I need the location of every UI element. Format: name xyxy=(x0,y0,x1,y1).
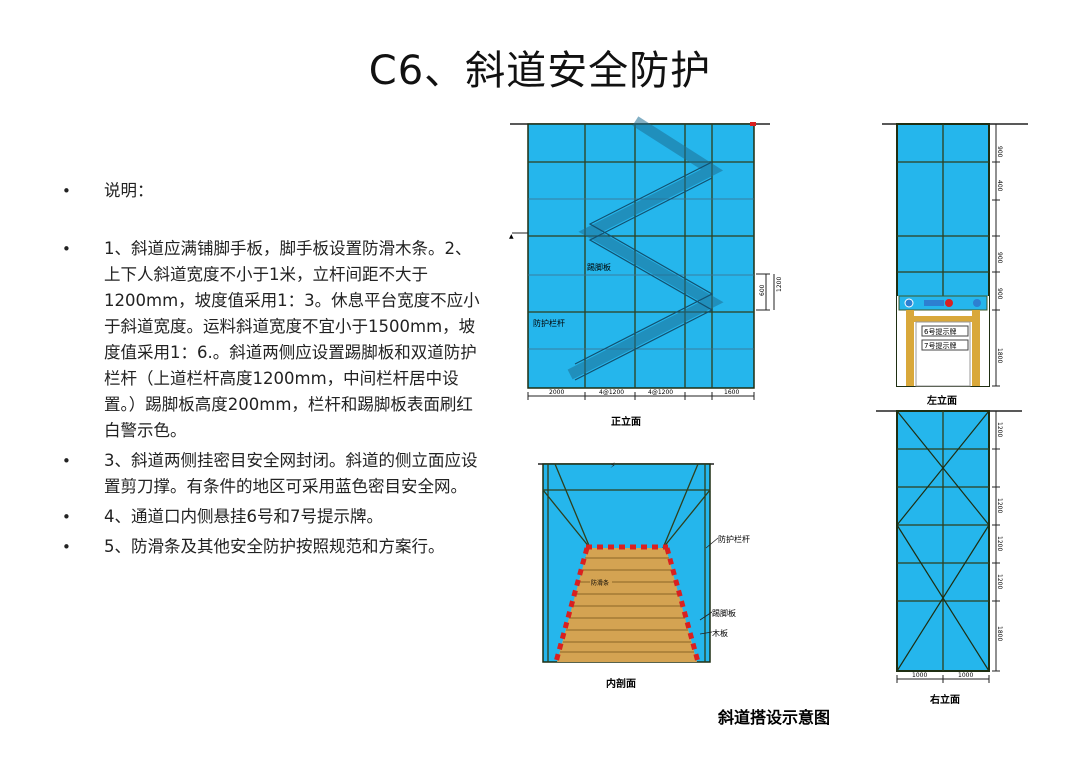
front-caption: 正立面 xyxy=(611,415,641,428)
svg-text:▲: ▲ xyxy=(509,233,514,240)
left-dim: 900 xyxy=(996,288,1003,300)
svg-text:600: 600 xyxy=(759,284,766,296)
bullet-item: 5、防滑条及其他安全防护按照规范和方案行。 xyxy=(62,534,482,560)
inner-section: 防滑条 防护栏杆 踢脚板 木板 ⚡ 内剖面 xyxy=(538,461,750,690)
front-label-guardrail: 防护栏杆 xyxy=(533,318,565,328)
left-dim: 900 xyxy=(996,146,1003,158)
right-bottom-dim: 1000 xyxy=(912,672,927,679)
bullet-item: 1、斜道应满铺脚手板，脚手板设置防滑木条。2、上下人斜道宽度不小于1米，立杆间距… xyxy=(62,236,482,444)
svg-text:⚡: ⚡ xyxy=(610,461,616,470)
front-dim: 4@1200 xyxy=(599,389,624,396)
front-dim: 1600 xyxy=(724,389,739,396)
slide-title: C6、斜道安全防护 xyxy=(368,48,712,94)
left-sign-7: 7号提示牌 xyxy=(924,341,956,350)
inner-label-toeboard: 踢脚板 xyxy=(712,608,736,618)
left-dim: 1800 xyxy=(996,348,1003,363)
diagram-main-caption: 斜道搭设示意图 xyxy=(717,708,830,727)
left-sign-6: 6号提示牌 xyxy=(924,327,956,336)
front-elevation: ▲ 600 1200 踢脚板 防护栏杆 2000 4@1200 4@1200 1… xyxy=(509,116,783,428)
bullet-list: 说明： 1、斜道应满铺脚手板，脚手板设置防滑木条。2、上下人斜道宽度不小于1米，… xyxy=(62,178,482,560)
right-dim: 1200 xyxy=(996,498,1003,513)
inner-caption: 内剖面 xyxy=(606,677,636,690)
right-elevation: 1200 1200 1200 1200 1800 1000 1000 右立面 xyxy=(876,410,1022,706)
right-caption: 右立面 xyxy=(929,693,960,706)
left-dim: 400 xyxy=(996,180,1003,192)
front-dim: 2000 xyxy=(549,389,564,396)
left-dim: 900 xyxy=(996,252,1003,264)
svg-text:1200: 1200 xyxy=(776,277,783,292)
bullet-item: 3、斜道两侧挂密目安全网封闭。斜道的侧立面应设置剪刀撑。有条件的地区可采用蓝色密… xyxy=(62,448,482,500)
left-elevation: 6号提示牌 7号提示牌 900 400 900 900 1800 左立面 xyxy=(882,123,1028,407)
bullet-item: 4、通道口内侧悬挂6号和7号提示牌。 xyxy=(62,504,482,530)
right-dim: 1200 xyxy=(996,422,1003,437)
front-dim: 4@1200 xyxy=(648,389,673,396)
front-label-toeboard: 踢脚板 xyxy=(587,262,611,272)
inner-label-guardrail: 防护栏杆 xyxy=(718,534,750,544)
inner-label-antislip: 防滑条 xyxy=(591,579,609,587)
right-bottom-dim: 1000 xyxy=(958,672,973,679)
left-caption: 左立面 xyxy=(926,394,957,407)
right-dim: 1800 xyxy=(996,626,1003,641)
inner-label-plank: 木板 xyxy=(712,628,728,638)
right-dim: 1200 xyxy=(996,574,1003,589)
right-dim: 1200 xyxy=(996,536,1003,551)
bullet-item: 说明： xyxy=(62,178,482,204)
